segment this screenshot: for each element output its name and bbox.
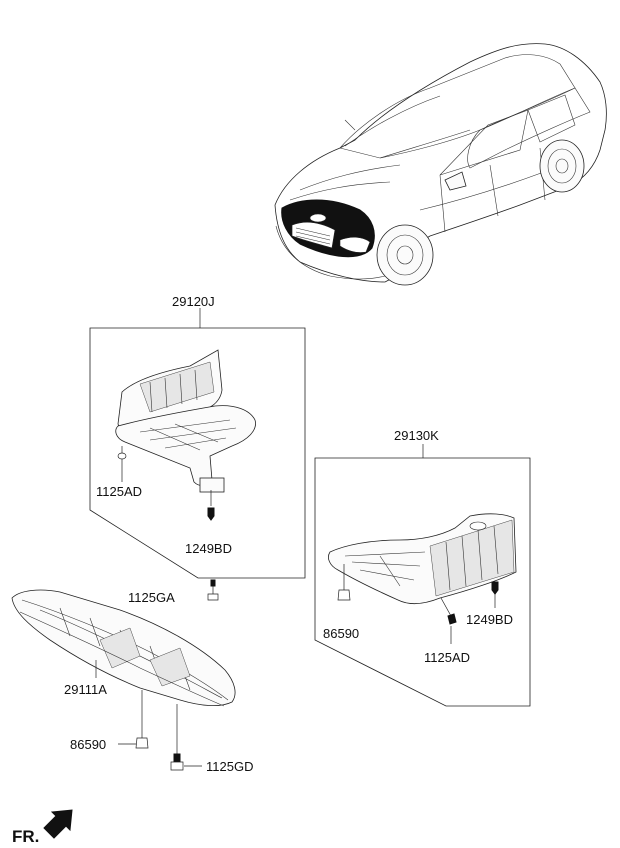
arrow-down-left-icon — [43, 809, 73, 839]
car-illustration — [274, 43, 607, 286]
bolt-label-1125GA: 1125GA — [128, 590, 175, 605]
bolt-label-1249BD-left: 1249BD — [185, 541, 232, 556]
bolt-label-1249BD-right: 1249BD — [466, 612, 513, 627]
bolt-label-1125GD: 1125GD — [206, 759, 253, 774]
bolt-label-1125AD-right: 1125AD — [424, 650, 470, 665]
group-29120J: 29120J 1125AD 1249BD — [89, 294, 306, 579]
bolt-1125GA: 1125GA — [128, 579, 219, 605]
part-number-29111A: 29111A — [64, 682, 107, 697]
front-indicator-label: FR. — [12, 827, 39, 846]
group-29130K: 29130K 86590 1125AD 1249BD — [314, 428, 531, 707]
clip-label-86590-bottom: 86590 — [70, 737, 106, 752]
bolt-label-1125AD-left: 1125AD — [96, 484, 142, 499]
part-number-29130K: 29130K — [394, 428, 439, 443]
group-29111A: 29111A 86590 1125GD — [11, 589, 253, 774]
clip-label-86590-right: 86590 — [323, 626, 359, 641]
front-indicator: FR. — [12, 809, 73, 846]
part-number-29120J: 29120J — [172, 294, 215, 309]
